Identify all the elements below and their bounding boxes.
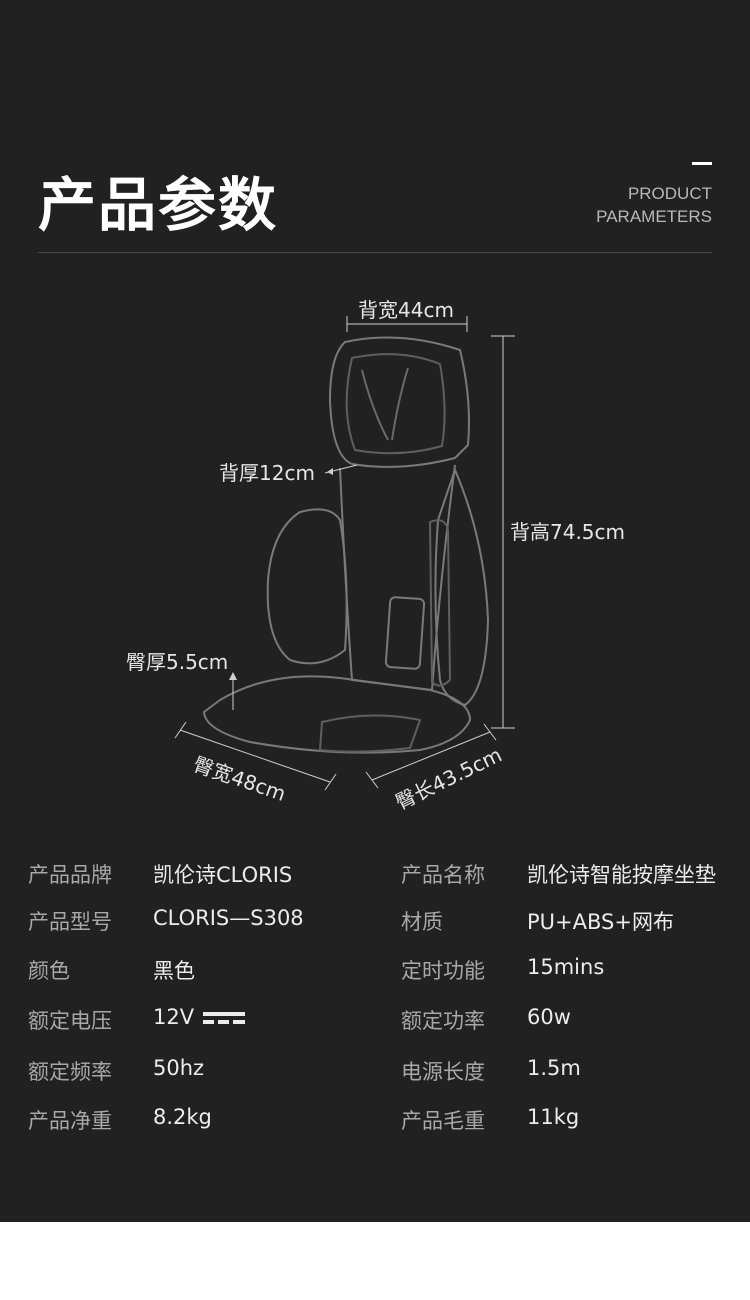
spec-value-cord-length: 1.5m xyxy=(527,1056,581,1080)
headrest-inner xyxy=(345,353,446,455)
spec-label-cord-length: 电源长度 xyxy=(401,1060,485,1084)
subtitle-line-2: PARAMETERS xyxy=(596,207,712,226)
back-width-label: 背宽44cm xyxy=(358,298,454,322)
back-thickness-arrow xyxy=(327,468,333,475)
spec-value-model: CLORIS—S308 xyxy=(153,906,304,930)
subtitle-line-1: PRODUCT xyxy=(627,184,712,203)
seat-width-tick-left xyxy=(174,721,187,739)
back-height-label: 背高74.5cm xyxy=(510,520,625,544)
spec-label-timer: 定时功能 xyxy=(401,959,485,983)
spec-label-brand: 产品品牌 xyxy=(28,863,112,887)
side-pocket xyxy=(429,519,451,687)
page-subtitle: PRODUCT PARAMETERS xyxy=(596,182,712,228)
title-dash xyxy=(692,162,712,165)
spec-label-model: 产品型号 xyxy=(28,910,112,934)
product-dimension-diagram: 背宽44cm 背厚12cm 背高74.5cm 臀厚5.5cm 臀宽48cm 臀长… xyxy=(126,298,625,815)
seat-length-tick-right xyxy=(483,723,497,741)
seat-vibration-pad xyxy=(319,714,421,753)
seat-width-line xyxy=(179,729,331,783)
spec-label-material: 材质 xyxy=(401,910,443,934)
spec-label-frequency: 额定频率 xyxy=(28,1060,112,1084)
left-side-bolster xyxy=(266,508,348,665)
headrest-rollers xyxy=(361,367,409,441)
spec-value-material: PU+ABS+网布 xyxy=(527,910,674,934)
seat-thickness-arrow xyxy=(229,672,237,680)
dimension-lines xyxy=(174,316,515,791)
spec-value-gross-weight: 11kg xyxy=(527,1105,580,1129)
voltage-text: 12V xyxy=(153,1005,195,1029)
seat-length-line xyxy=(371,731,491,781)
spec-value-frequency: 50hz xyxy=(153,1056,205,1080)
page-title: 产品参数 xyxy=(38,171,279,239)
seat-cushion xyxy=(203,675,471,754)
dc-current-icon xyxy=(203,1012,246,1024)
spec-label-product-name: 产品名称 xyxy=(401,863,485,887)
seat-length-label: 臀长43.5cm xyxy=(392,743,506,815)
seat-length-tick-left xyxy=(365,771,379,789)
spec-label-gross-weight: 产品毛重 xyxy=(401,1109,485,1133)
spec-label-power: 额定功率 xyxy=(401,1009,485,1033)
seat-width-tick-right xyxy=(324,773,337,791)
spec-value-color: 黑色 xyxy=(153,959,195,983)
remote-control xyxy=(384,596,426,670)
back-thickness-label: 背厚12cm xyxy=(219,461,315,485)
spec-label-net-weight: 产品净重 xyxy=(28,1109,112,1133)
spec-value-product-name: 凯伦诗智能按摩坐垫 xyxy=(527,863,716,887)
parameters-panel: 产品参数 PRODUCT PARAMETERS xyxy=(0,0,750,1222)
massage-cushion-outline xyxy=(203,336,489,754)
headrest-shape xyxy=(329,336,470,468)
seat-thickness-label: 臀厚5.5cm xyxy=(126,650,228,674)
spec-label-voltage: 额定电压 xyxy=(28,1009,112,1033)
seat-width-label: 臀宽48cm xyxy=(190,752,289,806)
right-side-bolster xyxy=(434,469,489,706)
spec-value-power: 60w xyxy=(527,1005,571,1029)
dimension-arrows xyxy=(229,468,333,680)
spec-label-color: 颜色 xyxy=(28,959,70,983)
spec-value-timer: 15mins xyxy=(527,955,605,979)
spec-value-net-weight: 8.2kg xyxy=(153,1105,212,1129)
spec-value-voltage: 12V xyxy=(153,1005,246,1029)
header-divider xyxy=(38,252,712,253)
spec-value-brand: 凯伦诗CLORIS xyxy=(153,863,293,887)
